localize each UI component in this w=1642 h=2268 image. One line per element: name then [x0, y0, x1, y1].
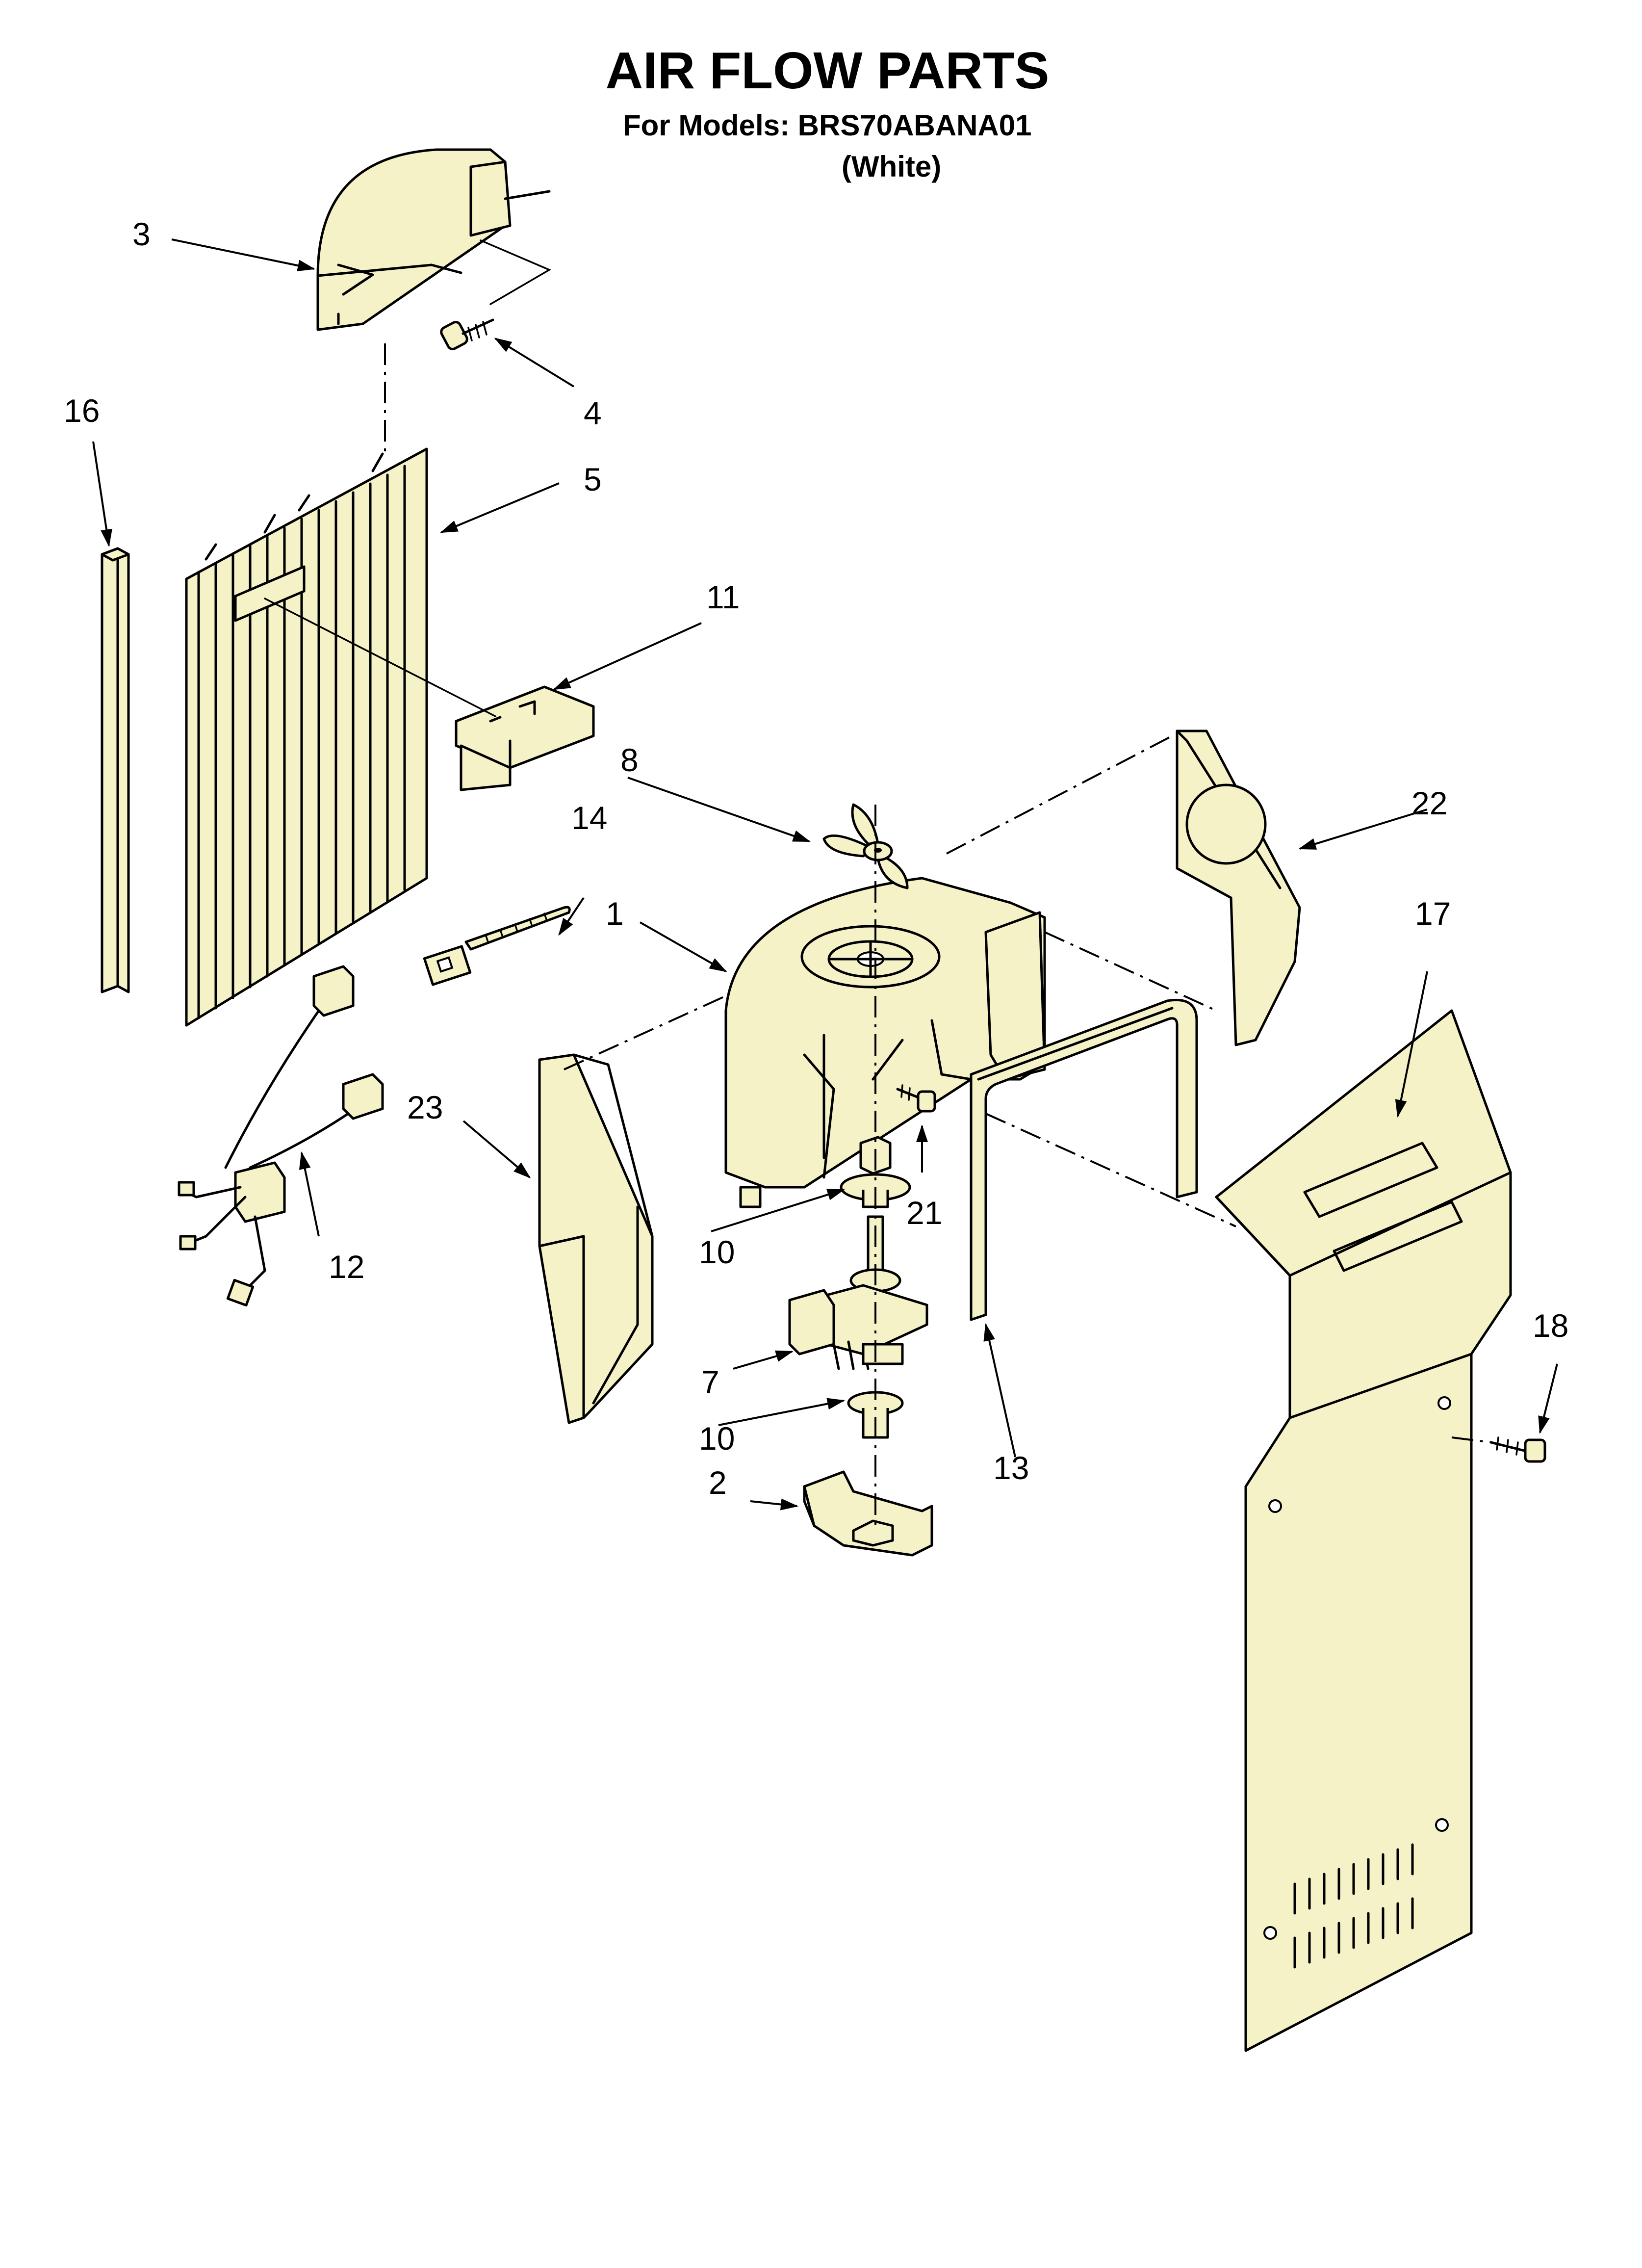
- assembly-guide-lines: [384, 343, 1491, 1531]
- leader-arrows: [92, 238, 1558, 1511]
- part-7-fan-motor: [788, 1215, 928, 1370]
- part-2-motor-bracket: [803, 1470, 933, 1557]
- callout-13: 13: [993, 1450, 1029, 1486]
- part-21-screw: [896, 1084, 936, 1113]
- part-22-right-baffle: [1176, 730, 1301, 1046]
- callout-22: 22: [1411, 785, 1447, 821]
- callout-5: 5: [584, 461, 602, 497]
- callout-14: 14: [571, 800, 607, 836]
- part-1-fan-housing: [724, 877, 1046, 1208]
- callout-7: 7: [701, 1364, 719, 1400]
- callout-4: 4: [584, 395, 602, 431]
- color-line: (White): [842, 150, 941, 183]
- callout-8: 8: [620, 742, 639, 778]
- callout-10a: 10: [699, 1234, 735, 1270]
- callout-21: 21: [906, 1195, 942, 1231]
- part-12-wire-harness: [178, 965, 384, 1307]
- part-13-u-seal: [970, 998, 1198, 1321]
- callout-2: 2: [709, 1464, 727, 1501]
- callout-16: 16: [64, 392, 100, 429]
- part-11-bracket: [264, 598, 595, 791]
- part-4-screw: [440, 318, 494, 351]
- part-14-cable-tie: [423, 906, 571, 986]
- part-23-duct-panel: [538, 1053, 654, 1424]
- callout-labels: 3 4 16 5 11 14 8 1 22 17 23 12 10 21 13 …: [64, 216, 1568, 1501]
- callout-11: 11: [706, 579, 740, 615]
- part-8-fan-blade: [822, 803, 909, 889]
- callout-18: 18: [1533, 1307, 1568, 1344]
- callout-3: 3: [132, 216, 151, 252]
- part-17-rear-duct-cover: [1215, 1009, 1512, 2052]
- part-5-evaporator-grille: [185, 447, 428, 1027]
- callout-1: 1: [606, 895, 624, 932]
- callout-23: 23: [407, 1089, 443, 1125]
- models-line: For Models: BRS70ABANA01: [623, 109, 1031, 142]
- callout-12: 12: [329, 1249, 364, 1285]
- part-18-screw: [1489, 1436, 1546, 1463]
- part-3-fan-cover: [316, 148, 551, 331]
- callout-17: 17: [1415, 895, 1451, 932]
- part-16-seal-strip: [101, 547, 130, 993]
- callout-10b: 10: [699, 1420, 735, 1457]
- page-title: AIR FLOW PARTS: [606, 42, 1050, 100]
